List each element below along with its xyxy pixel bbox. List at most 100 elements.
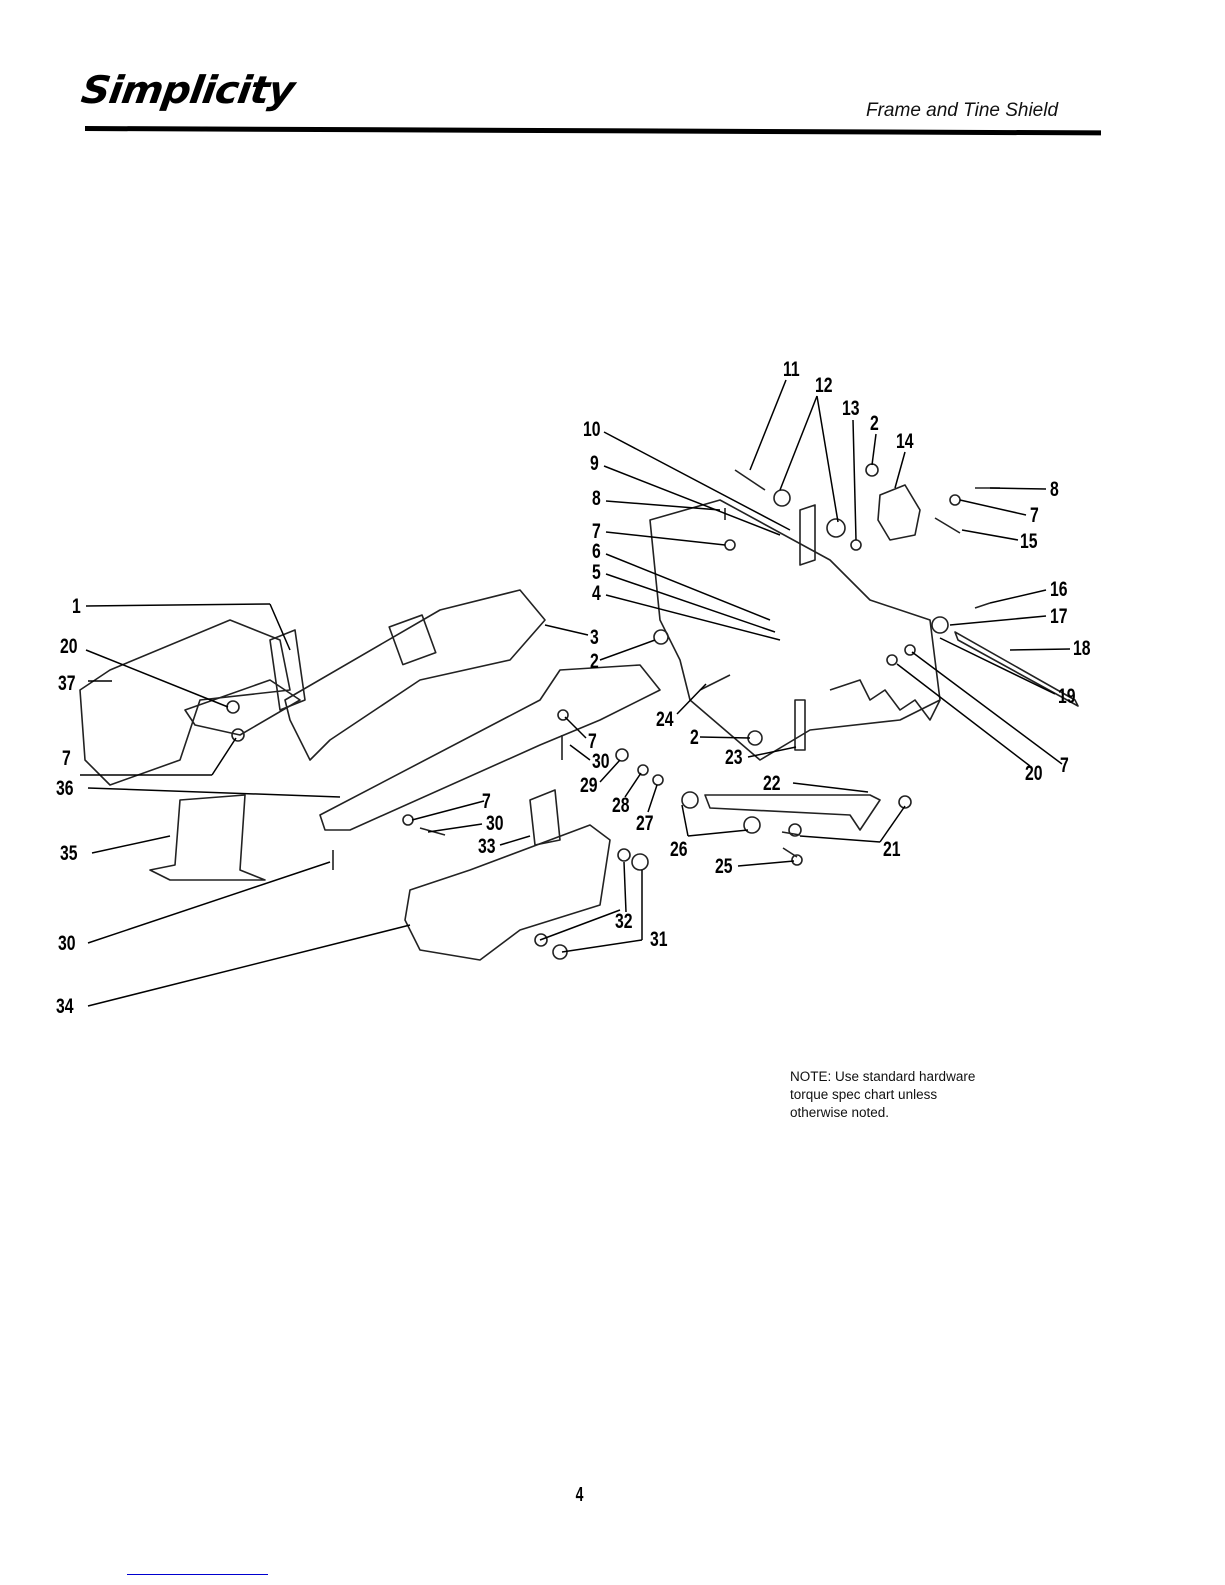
callout-8: 8 xyxy=(592,486,601,510)
callout-34: 34 xyxy=(56,994,74,1018)
leader-line-6 xyxy=(605,553,771,621)
leader-line-23 xyxy=(747,746,797,758)
callout-33: 33 xyxy=(478,834,496,858)
leader-line-8 xyxy=(989,487,1047,490)
callout-7: 7 xyxy=(592,519,601,543)
callout-3: 3 xyxy=(590,625,599,649)
leader-line-24 xyxy=(676,683,707,715)
leader-line-12 xyxy=(816,395,839,523)
callout-37: 37 xyxy=(58,671,76,695)
callout-20: 20 xyxy=(1025,761,1043,785)
part-3-side-frame xyxy=(284,589,546,761)
tine-shield-teeth xyxy=(829,679,941,721)
leader-line-12 xyxy=(779,395,818,491)
leader-line-7 xyxy=(411,800,485,821)
leader-line-9 xyxy=(603,465,781,536)
callout-10: 10 xyxy=(583,417,601,441)
callout-36: 36 xyxy=(56,776,74,800)
callout-29: 29 xyxy=(580,773,598,797)
callout-26: 26 xyxy=(670,837,688,861)
leader-line-17 xyxy=(949,615,1047,626)
callout-1: 1 xyxy=(72,594,81,618)
callout-8: 8 xyxy=(1050,477,1059,501)
callout-7: 7 xyxy=(1060,753,1069,777)
callout-23: 23 xyxy=(725,745,743,769)
leader-line-7 xyxy=(959,499,1027,516)
leader-line-1 xyxy=(269,603,291,651)
leader-line-2 xyxy=(599,639,656,661)
part-23-support xyxy=(794,699,806,751)
leader-line-7 xyxy=(911,651,1063,765)
callout-4: 4 xyxy=(592,581,601,605)
note-line-2: torque spec chart unless xyxy=(790,1087,938,1102)
leader-line-15 xyxy=(961,529,1019,541)
callout-20: 20 xyxy=(60,634,78,658)
callout-30: 30 xyxy=(592,749,610,773)
leader-line-1 xyxy=(85,603,271,607)
leader-line-8 xyxy=(605,500,721,511)
leader-line-19 xyxy=(939,637,1056,695)
leader-line-14 xyxy=(894,451,906,489)
leader-line-20 xyxy=(896,663,1031,767)
part-33-bracket xyxy=(529,789,561,846)
callout-28: 28 xyxy=(612,793,630,817)
section-title: Frame and Tine Shield xyxy=(866,100,1059,121)
leader-line-27 xyxy=(647,784,658,813)
callout-15: 15 xyxy=(1020,529,1038,553)
leader-line-32 xyxy=(539,909,621,941)
callout-22: 22 xyxy=(763,771,781,795)
callout-7: 7 xyxy=(62,746,71,770)
tine-shield xyxy=(649,499,941,761)
callout-7: 7 xyxy=(482,789,491,813)
callout-31: 31 xyxy=(650,927,668,951)
callout-21: 21 xyxy=(883,837,901,861)
callout-32: 32 xyxy=(615,909,633,933)
parts-drawings xyxy=(79,463,1079,961)
callout-19: 19 xyxy=(1058,684,1076,708)
part-34-lower-housing xyxy=(404,824,611,961)
note-line-1: NOTE: Use standard hardware xyxy=(790,1069,976,1084)
leader-line-33 xyxy=(499,835,531,846)
leader-line-22 xyxy=(792,782,869,793)
callout-6: 6 xyxy=(592,539,601,563)
leader-line-20 xyxy=(85,649,229,708)
leader-line-3 xyxy=(544,624,589,636)
torque-note: NOTE: Use standard hardware torque spec … xyxy=(790,1068,975,1122)
leader-line-16 xyxy=(989,589,1047,604)
hardware xyxy=(226,463,1000,960)
part-18-shaft xyxy=(954,631,1079,707)
callout-30: 30 xyxy=(486,811,504,835)
callout-13: 13 xyxy=(842,396,860,420)
callout-2: 2 xyxy=(870,411,879,435)
part-22-arm xyxy=(704,794,881,831)
leader-line-29 xyxy=(599,759,621,783)
callout-14: 14 xyxy=(896,429,914,453)
page-number: 4 xyxy=(575,1484,584,1506)
leader-line-11 xyxy=(749,379,787,471)
leader-line-21 xyxy=(799,835,881,843)
part-plate xyxy=(184,679,301,736)
leader-line-13 xyxy=(852,419,857,541)
leader-lines xyxy=(80,379,1071,1007)
leader-line-30 xyxy=(569,744,591,761)
callout-25: 25 xyxy=(715,854,733,878)
leader-line-35 xyxy=(91,835,171,854)
callout-7: 7 xyxy=(588,729,597,753)
leader-line-32 xyxy=(623,861,627,913)
tine-shield-bracket xyxy=(799,504,816,566)
callout-5: 5 xyxy=(592,560,601,584)
callout-16: 16 xyxy=(1050,577,1068,601)
leader-line-26 xyxy=(681,804,689,837)
callout-27: 27 xyxy=(636,811,654,835)
leader-line-18 xyxy=(1009,648,1071,651)
link-underline[interactable] xyxy=(127,1574,268,1575)
leader-line-5 xyxy=(605,573,776,633)
leader-line-2 xyxy=(871,433,877,466)
callout-12: 12 xyxy=(815,373,833,397)
frame-window xyxy=(388,614,437,666)
leader-line-4 xyxy=(605,594,781,641)
leader-line-34 xyxy=(87,924,411,1007)
part-1-bracket xyxy=(269,629,306,711)
